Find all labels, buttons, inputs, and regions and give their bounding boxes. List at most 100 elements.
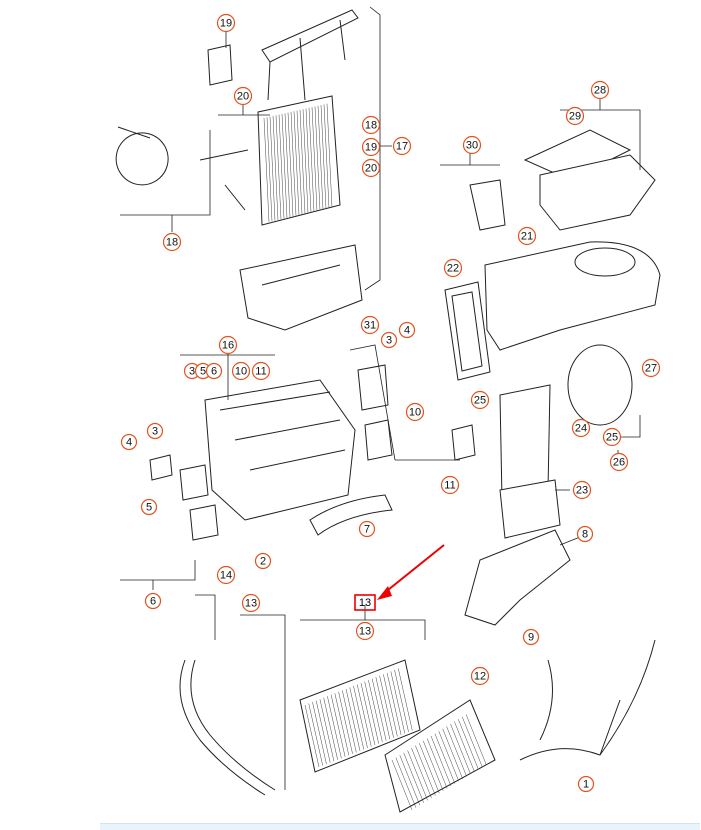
callout-c1: 1 xyxy=(577,775,595,793)
part-aux-heater xyxy=(384,699,496,813)
callout-text: 3 xyxy=(386,335,392,347)
callout-text: 21 xyxy=(521,231,533,243)
callout-text: 9 xyxy=(528,632,534,644)
callout-c26: 26 xyxy=(609,452,629,472)
part-seal-ring xyxy=(444,281,491,381)
callout-c3c: 3 xyxy=(146,422,164,440)
callout-text: 19 xyxy=(365,142,377,154)
callout-text: 25 xyxy=(474,395,486,407)
callout-text: 16 xyxy=(222,340,234,352)
callout-text: 12 xyxy=(474,671,486,683)
part-filter-frame-23 xyxy=(499,479,561,539)
callout-circle xyxy=(380,331,398,349)
callout-c4a: 4 xyxy=(398,321,416,339)
callout-text: 18 xyxy=(365,120,377,132)
callout-circle xyxy=(405,402,425,422)
callout-circle xyxy=(522,628,540,646)
part-blower-opening xyxy=(574,247,636,277)
highlight-box: 13 xyxy=(354,594,376,611)
highlight-arrow xyxy=(377,544,445,600)
part-bracket-8 xyxy=(464,529,571,626)
callout-circle xyxy=(120,433,138,451)
callout-text: 27 xyxy=(645,363,657,375)
callout-circle xyxy=(470,666,490,686)
callout-text: 7 xyxy=(364,524,370,536)
callout-circle xyxy=(590,80,610,100)
callout-text: 10 xyxy=(409,407,421,419)
callout-c17: 17 xyxy=(392,136,412,156)
callout-text: 22 xyxy=(447,263,459,275)
callout-c19a: 19 xyxy=(216,13,236,33)
callout-circle xyxy=(233,86,253,106)
callout-text: 30 xyxy=(466,140,478,152)
callout-c10: 10 xyxy=(405,402,425,422)
callout-c4b: 4 xyxy=(120,433,138,451)
callout-circle xyxy=(641,358,661,378)
callout-circle xyxy=(361,137,381,157)
callout-text: 8 xyxy=(582,529,588,541)
callout-c10b: 10 xyxy=(231,361,251,381)
part-blower-motor xyxy=(567,344,633,426)
callout-text: 4 xyxy=(126,437,132,449)
callout-text: 5 xyxy=(146,502,152,514)
callout-text: 31 xyxy=(364,320,376,332)
parts-drawing xyxy=(115,9,661,813)
callout-c23: 23 xyxy=(572,480,592,500)
callout-c22: 22 xyxy=(443,258,463,278)
part-actuators xyxy=(149,454,219,541)
callout-c16: 16 xyxy=(218,335,238,355)
bottom-scroll-strip xyxy=(100,823,700,830)
callout-c6: 6 xyxy=(144,592,162,610)
callout-text: 11 xyxy=(444,480,455,492)
callout-c8: 8 xyxy=(576,525,594,543)
callout-text: 20 xyxy=(237,91,249,103)
callout-c18b: 18 xyxy=(361,115,381,135)
callout-circle xyxy=(361,158,381,178)
callout-circle xyxy=(470,390,490,410)
callout-circle xyxy=(571,418,591,438)
callout-circle xyxy=(251,361,271,381)
callout-c12: 12 xyxy=(470,666,490,686)
callout-text: 14 xyxy=(220,570,232,582)
callout-circle xyxy=(361,115,381,135)
callout-circle xyxy=(398,321,416,339)
callout-text: 6 xyxy=(150,596,156,608)
callout-text: 13 xyxy=(245,598,257,610)
callout-text: 25 xyxy=(606,432,618,444)
callout-c7: 7 xyxy=(358,520,376,538)
part-heater-core xyxy=(299,659,421,773)
callout-circle xyxy=(231,361,251,381)
callout-text: 19 xyxy=(220,18,232,30)
callout-circle xyxy=(602,427,622,447)
part-actuators-10 xyxy=(357,364,476,461)
callout-circle xyxy=(216,13,236,33)
callout-circle xyxy=(443,258,463,278)
part-grommet xyxy=(207,44,233,86)
callout-c11b: 11 xyxy=(251,361,271,381)
callout-text: 23 xyxy=(576,485,588,497)
callout-circle xyxy=(254,552,272,570)
callout-c30: 30 xyxy=(462,135,482,155)
callout-c5: 5 xyxy=(140,498,158,516)
callout-circle xyxy=(355,621,375,641)
callout-circle xyxy=(216,565,236,585)
callout-circle xyxy=(146,422,164,440)
callout-circle xyxy=(576,525,594,543)
callout-text: 20 xyxy=(365,163,377,175)
callout-text: 11 xyxy=(255,366,266,378)
callout-circle xyxy=(577,775,595,793)
callout-c20a: 20 xyxy=(233,86,253,106)
callout-circle xyxy=(440,475,460,495)
callout-circle xyxy=(218,335,238,355)
highlighted-label: 13 xyxy=(359,597,371,609)
callout-circle xyxy=(517,226,537,246)
callout-circle xyxy=(392,136,412,156)
callout-text: 5 xyxy=(200,366,206,378)
callout-c28: 28 xyxy=(590,80,610,100)
callout-circle xyxy=(144,592,162,610)
part-drain-tray xyxy=(239,244,363,331)
callout-c24: 24 xyxy=(571,418,591,438)
callout-text: 13 xyxy=(359,626,371,638)
callout-text: 26 xyxy=(613,457,625,469)
